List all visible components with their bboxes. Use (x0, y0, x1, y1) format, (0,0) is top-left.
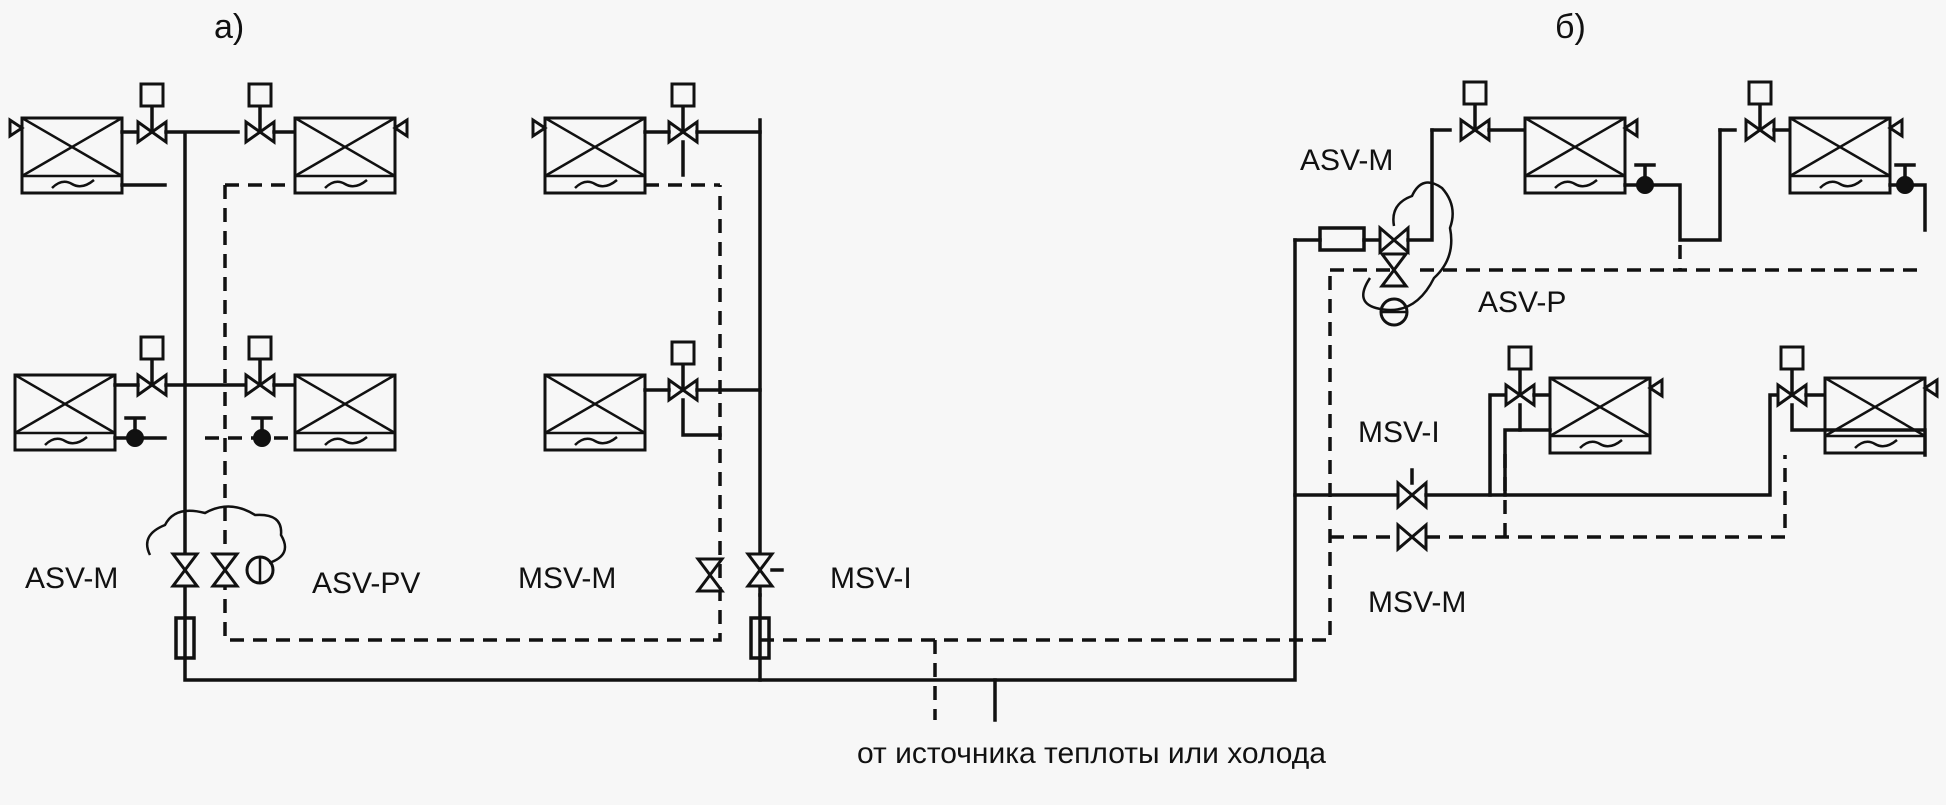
filter-icon (174, 616, 196, 660)
actuator-valve-icon (1776, 345, 1808, 407)
asv-p-label: ASV-P (1478, 286, 1566, 319)
actuator-valve-icon (1744, 80, 1776, 142)
shutoff-valve-icon (126, 429, 144, 447)
asv-m-label-b: ASV-M (1300, 144, 1393, 177)
actuator-valve-icon (244, 335, 276, 397)
fan-coil-unit-icon (543, 373, 647, 452)
scheme-b (1293, 80, 1939, 551)
fan-coil-unit-icon (293, 373, 397, 452)
fan-coil-unit-icon (543, 116, 647, 195)
fan-coil-unit-icon (13, 373, 117, 452)
fan-coil-unit-icon (1523, 116, 1627, 195)
msv-i-label-a: MSV-I (830, 562, 912, 595)
asv-m-valve-icon (171, 552, 199, 588)
msv-m-label-b: MSV-M (1368, 586, 1466, 619)
capillary-tube (145, 505, 287, 565)
asv-m-valve-icon (1378, 226, 1410, 254)
source-caption: от источника теплоты или холода (857, 737, 1326, 770)
capillary-tube (1362, 181, 1454, 312)
asv-m-label-a: ASV-M (25, 562, 118, 595)
actuator-valve-icon (136, 82, 168, 144)
actuator-valve-icon (1504, 345, 1536, 407)
scheme-a (8, 82, 1332, 722)
fan-coil-unit-icon (293, 116, 397, 195)
filter-icon (749, 616, 771, 660)
msv-i-label-b: MSV-I (1358, 416, 1440, 449)
actuator-valve-icon (136, 335, 168, 397)
fan-coil-unit-icon (1788, 116, 1892, 195)
actuator-valve-icon (667, 340, 699, 402)
scheme-a-label: а) (214, 8, 244, 46)
shutoff-valve-icon (253, 429, 271, 447)
asv-pv-valve-icon (211, 552, 239, 588)
asv-pv-label: ASV-PV (312, 567, 420, 600)
msv-i-valve-icon (746, 552, 774, 588)
actuator-valve-icon (667, 82, 699, 144)
fan-coil-unit-icon (20, 116, 124, 195)
msv-m-valve-icon (1396, 523, 1428, 551)
msv-i-valve-icon (1396, 481, 1428, 509)
actuator-valve-icon (1459, 80, 1491, 142)
fan-coil-unit-icon (1823, 376, 1927, 455)
msv-m-label-a: MSV-M (518, 562, 616, 595)
filter-icon (1318, 226, 1366, 252)
scheme-b-label: б) (1555, 8, 1586, 46)
actuator-valve-icon (244, 82, 276, 144)
fan-coil-unit-icon (1548, 376, 1652, 455)
